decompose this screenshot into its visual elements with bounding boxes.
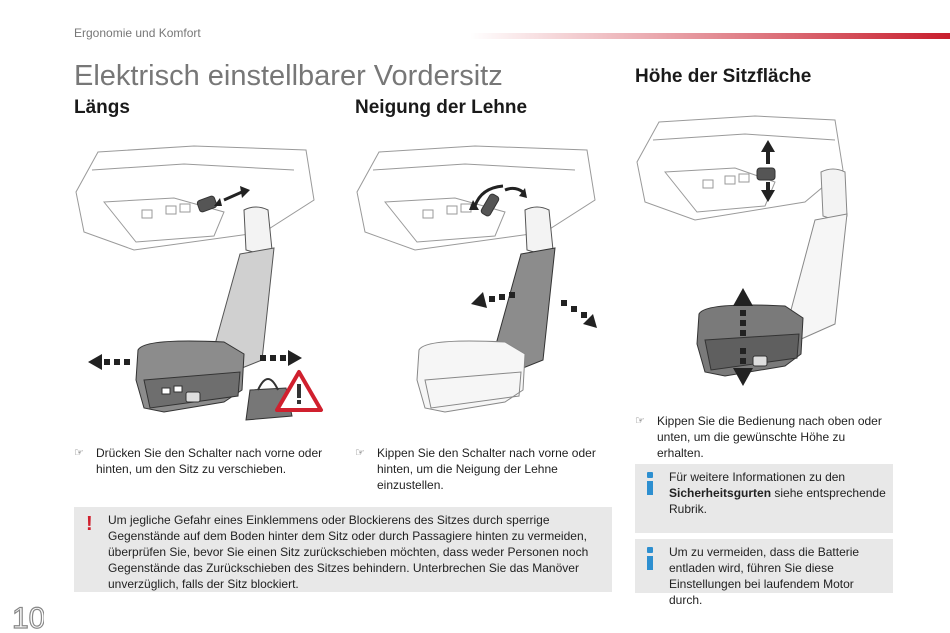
bullet-laengs: ☞ Drücken Sie den Schalter nach vorne od… [74,446,323,476]
section-label: Ergonomie und Komfort [74,26,201,40]
seat-icon [135,206,275,413]
warning-triangle-icon [275,370,323,412]
arrow-back-left-icon [471,292,515,308]
warning-text: Um jegliche Gefahr eines Einklemmens ode… [108,513,589,591]
arrow-right-icon [260,350,302,366]
bullet-marker-icon: ☞ [635,415,645,427]
seat-switch-icon [196,195,218,213]
arrow-curved-icon [473,184,524,207]
exclamation-icon: ! [86,513,93,535]
header-accent-line [470,33,950,39]
info-icon [647,547,653,570]
seat-icon [416,206,556,413]
warning-box: ! Um jegliche Gefahr eines Einklemmens o… [74,507,612,592]
arrow-up-down-small-icon [761,140,775,202]
info-box-seatbelts: Für weitere Informationen zu den Sicherh… [635,464,893,533]
page-number: 100 [12,601,44,630]
arrow-forward-right-icon [561,300,597,328]
seat-longitudinal-illustration [75,145,323,421]
seat-recline-illustration [356,145,597,413]
arrow-left-icon [88,354,130,370]
bullet-marker-icon: ☞ [74,447,84,459]
heading-neigung: Neigung der Lehne [355,97,528,118]
bullet-neigung: ☞ Kippen Sie den Schalter nach vorne ode… [355,446,596,492]
seat-icon [696,168,848,377]
seat-height-illustration [636,115,848,386]
info-icon [647,472,653,495]
page-title: Elektrisch einstellbarer Vordersitz [74,60,503,92]
recline-switch-icon [480,193,500,217]
info-text-seatbelts: Für weitere Informationen zu den Sicherh… [669,470,886,516]
arrow-forward-back-icon [214,186,250,206]
svg-text:100: 100 [12,602,44,630]
bullet-hoehe: ☞ Kippen Sie die Bedienung nach oben ode… [635,414,882,460]
info-text-battery: Um zu vermeiden, dass die Batterie entla… [669,545,860,607]
arrow-up-down-large-icon [733,288,753,386]
seatbelt-link-text: Sicherheitsgurten [669,486,772,500]
bullet-marker-icon: ☞ [355,447,365,459]
info-box-battery: Um zu vermeiden, dass die Batterie entla… [635,539,893,607]
heading-laengs: Längs [74,97,130,118]
height-switch-icon [756,167,776,181]
heading-hoehe: Höhe der Sitzfläche [635,66,812,87]
